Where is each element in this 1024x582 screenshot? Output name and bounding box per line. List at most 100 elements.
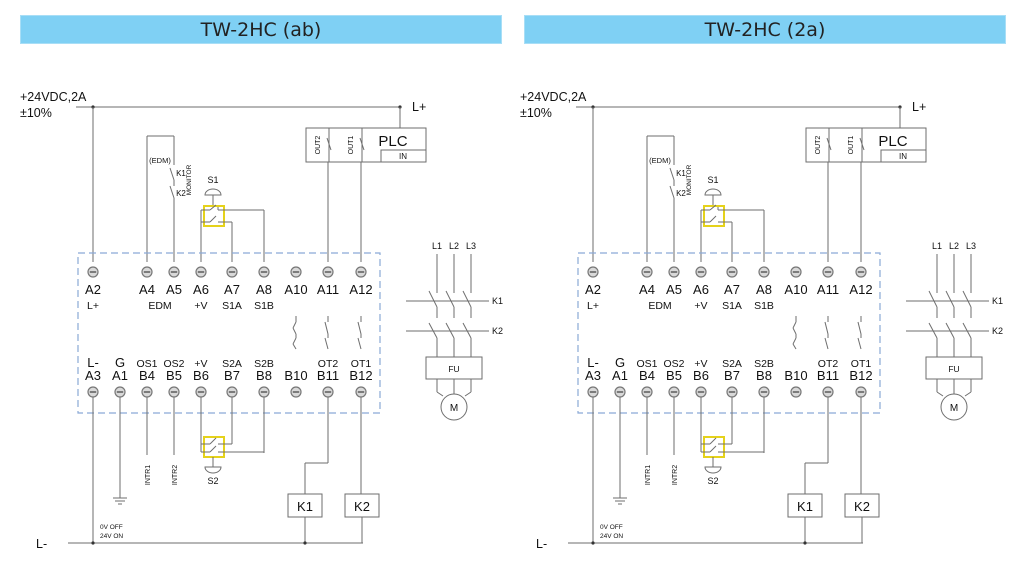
k1-main-contact [962, 290, 972, 308]
terminal-label-A11: A11 [317, 282, 339, 297]
s1-contact-1 [709, 204, 717, 211]
s1-contact-2 [209, 215, 217, 223]
s1-label: S1 [707, 175, 718, 185]
terminal-sup-B8: S2B [754, 358, 774, 370]
terminal-label-B8: B8 [756, 368, 772, 383]
junction-dot [303, 541, 307, 545]
terminal-label-A7: A7 [724, 282, 740, 297]
terminal-sub-A6: +V [694, 300, 707, 312]
terminal-label-B4: B4 [639, 368, 655, 383]
terminal-sup-A3: L- [587, 355, 599, 370]
plc-out2-label: OUT2 [315, 136, 322, 155]
terminal-sup-B12: OT1 [851, 358, 872, 370]
k1-main-contact [928, 290, 938, 308]
internal-contact [792, 343, 797, 350]
plc-out1-label: OUT1 [348, 136, 355, 155]
internal-contact [792, 321, 797, 329]
k1-main-contact [462, 290, 472, 308]
out2-contact [826, 137, 832, 151]
k1-main-contact [945, 290, 955, 308]
terminal-sup-B7: S2A [222, 358, 242, 370]
terminal-sub-A6: +V [194, 300, 207, 312]
motor-lead [964, 391, 972, 397]
internal-contact [824, 337, 829, 350]
l-plus-label: L+ [912, 100, 926, 114]
motor-icon [440, 393, 468, 421]
terminal-label-A2: A2 [85, 282, 101, 297]
phase-label-L2: L2 [949, 241, 959, 251]
motor-lead [464, 391, 472, 397]
k1-monitor-contact [669, 167, 675, 181]
terminal-sup-A3: L- [87, 355, 99, 370]
internal-contact [792, 337, 797, 345]
terminal-label-B5: B5 [666, 368, 682, 383]
edm-tag-label: (EDM) [149, 156, 171, 165]
supply-tolerance-label: ±10% [20, 106, 52, 120]
terminal-label-B8: B8 [256, 368, 272, 383]
k2-coil-label: K2 [854, 499, 870, 514]
terminal-sup-B6: +V [694, 358, 707, 370]
internal-contact [292, 327, 297, 335]
s1-switch-highlight [203, 205, 225, 227]
k1-coil-label: K1 [297, 499, 313, 514]
k2-monitor-label: K2 [676, 189, 686, 198]
monitor-label: MONITOR [686, 164, 693, 195]
g-note-off: 0V OFF [600, 524, 623, 531]
s2-contact-1 [709, 437, 717, 445]
terminal-sup-B7: S2A [722, 358, 742, 370]
terminal-sub-A2: L+ [587, 300, 599, 312]
motor-lead [436, 391, 444, 397]
terminal-label-A5: A5 [166, 282, 182, 297]
terminal-label-A6: A6 [693, 282, 709, 297]
intr1-label: INTR1 [145, 465, 152, 485]
terminal-label-A12: A12 [849, 282, 872, 297]
terminal-sub-A8: S1B [254, 300, 274, 312]
k2-monitor-label: K2 [176, 189, 186, 198]
s1-contact-1 [209, 204, 217, 211]
plc-label: PLC [378, 133, 407, 150]
monitor-label: MONITOR [186, 164, 193, 195]
terminal-sup-B11: OT2 [318, 358, 339, 370]
k2-coil-label: K2 [354, 499, 370, 514]
terminal-label-A1: A1 [112, 368, 128, 383]
terminal-sup-B12: OT1 [351, 358, 372, 370]
k1-main-contact [428, 290, 438, 308]
s1-label: S1 [207, 175, 218, 185]
terminal-sup-A1: G [615, 355, 625, 370]
k1-coil-label: K1 [797, 499, 813, 514]
terminal-sup-B5: OS2 [663, 358, 684, 370]
s2-switch-highlight [203, 436, 225, 458]
plc-in-box [380, 149, 427, 163]
junction-dot [803, 541, 807, 545]
k2-main-label: K2 [992, 326, 1003, 336]
terminal-label-A5: A5 [666, 282, 682, 297]
terminal-label-A8: A8 [756, 282, 772, 297]
plc-box [305, 127, 427, 163]
terminal-label-B7: B7 [224, 368, 240, 383]
terminal-label-A10: A10 [784, 282, 807, 297]
l-minus-label: L- [536, 537, 547, 551]
terminal-sup-A1: G [115, 355, 125, 370]
out1-contact [859, 137, 865, 151]
k2-monitor-contact [169, 185, 175, 199]
terminal-label-A1: A1 [612, 368, 628, 383]
internal-contact [357, 337, 362, 350]
out1-contact [359, 137, 365, 151]
terminal-sup-B4: OS1 [136, 358, 157, 370]
terminal-label-A7: A7 [224, 282, 240, 297]
s1-pushbutton-icon [704, 188, 722, 196]
plc-in-label: IN [399, 152, 407, 161]
edm-group-label: EDM [648, 300, 671, 312]
terminal-sub-A7: S1A [722, 300, 742, 312]
edm-tag-label: (EDM) [649, 156, 671, 165]
terminal-label-B6: B6 [193, 368, 209, 383]
k2-monitor-contact [669, 185, 675, 199]
edm-group-label: EDM [148, 300, 171, 312]
panel-title-2a: TW-2HC (2a) [524, 15, 1006, 44]
plc-box [805, 127, 927, 163]
terminal-label-A10: A10 [284, 282, 307, 297]
internal-contact [324, 337, 329, 350]
plc-label: PLC [878, 133, 907, 150]
supply-tolerance-label: ±10% [520, 106, 552, 120]
